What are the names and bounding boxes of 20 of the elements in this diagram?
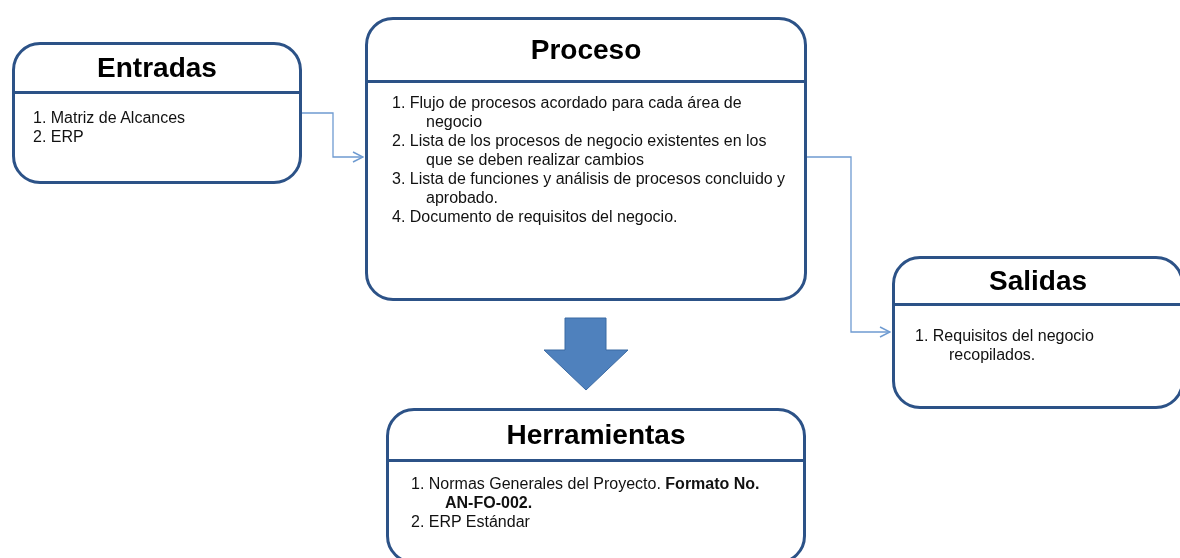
rounded-box bbox=[12, 42, 302, 184]
connector-arrow bbox=[301, 112, 364, 163]
list-item: 1. Matriz de Alcances bbox=[33, 108, 187, 127]
block-arrow bbox=[543, 317, 629, 391]
box-heading: Entradas bbox=[97, 52, 217, 84]
rounded-box bbox=[892, 256, 1180, 409]
list-item: 1. Flujo de procesos acordado para cada área de negocio bbox=[392, 93, 743, 131]
list-item: 1. Requisitos del negocio recopilados. bbox=[915, 326, 1095, 364]
box-heading: Proceso bbox=[530, 34, 642, 66]
box-heading: Herramientas bbox=[506, 419, 686, 451]
rounded-box bbox=[365, 17, 807, 301]
list-item: 1. Normas Generales del Proyecto. Formato No. AN-FO-002. bbox=[411, 474, 761, 512]
list-item: 4. Documento de requisitos del negocio. bbox=[392, 207, 679, 226]
list-item: 3. Lista de funciones y análisis de procesos concluido y aprobado. bbox=[392, 169, 787, 207]
connector-arrow bbox=[806, 156, 891, 338]
list-item: 2. ERP Estándar bbox=[411, 512, 531, 531]
box-heading: Salidas bbox=[988, 265, 1088, 297]
rounded-box bbox=[386, 408, 806, 558]
list-item: 2. Lista de los procesos de negocio existentes en los que se deben realizar cambios bbox=[392, 131, 768, 169]
list-item: 2. ERP bbox=[33, 127, 85, 146]
